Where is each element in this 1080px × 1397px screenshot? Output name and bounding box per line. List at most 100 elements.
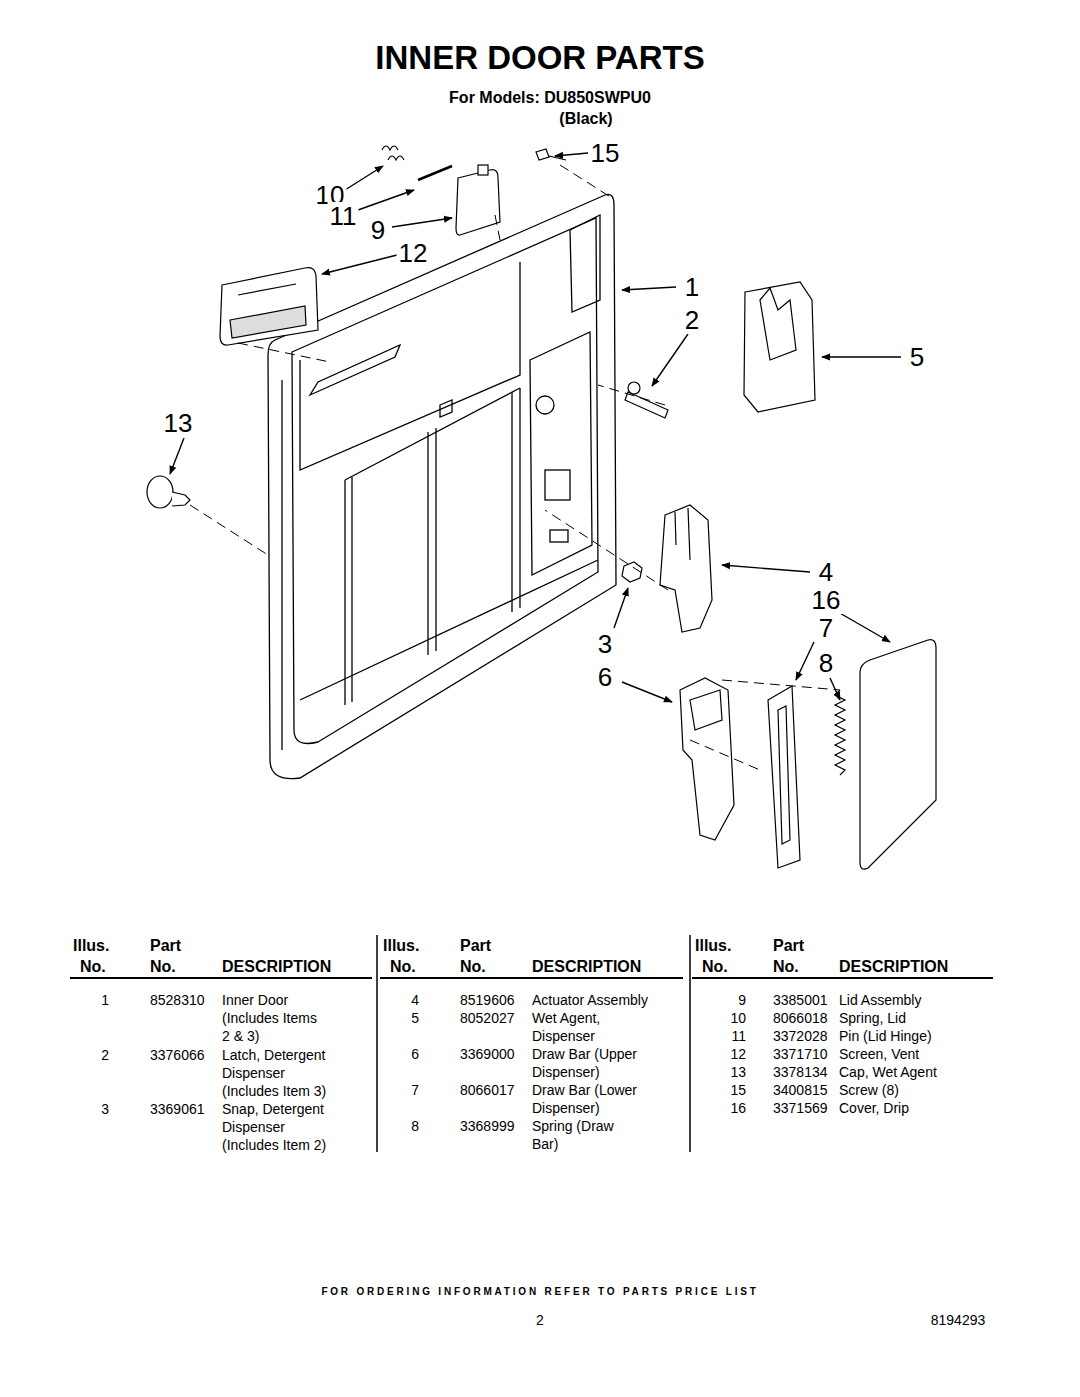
illustration-line <box>382 146 404 160</box>
illustration-line <box>689 935 691 1152</box>
part-description: Screen, Vent <box>839 1045 989 1063</box>
illustration-line <box>598 385 665 405</box>
leader-lines <box>170 153 901 702</box>
model-subtitle: (Black) <box>559 110 612 128</box>
illustration-line <box>690 690 722 730</box>
part-description: Wet Agent, Dispenser <box>532 1009 650 1045</box>
item-number: 12 <box>706 1045 746 1063</box>
illustration-line <box>190 505 268 555</box>
part-number: 3385001 <box>773 991 828 1009</box>
item-number: 3 <box>69 1100 109 1118</box>
item-number: 9 <box>706 991 746 1009</box>
item-number: 13 <box>706 1063 746 1081</box>
inner-door <box>268 194 616 778</box>
item-number: 15 <box>706 1081 746 1099</box>
callout-number: 12 <box>397 239 430 267</box>
illustration-line <box>560 165 612 198</box>
illustration-line <box>744 282 815 412</box>
illustration-line <box>722 680 840 690</box>
table-header: No. <box>150 958 176 976</box>
illustration-line <box>570 215 600 312</box>
table-header: DESCRIPTION <box>839 958 948 976</box>
illustration-line <box>549 156 566 160</box>
part-description: Inner Door (Includes Items 2 & 3) <box>222 991 326 1045</box>
illustration-line <box>300 262 520 470</box>
illustration-line <box>830 678 840 700</box>
callout-number: 9 <box>369 216 387 244</box>
callout-number: 8 <box>817 649 835 677</box>
item-number: 7 <box>379 1081 419 1099</box>
item-number: 11 <box>706 1027 746 1045</box>
illustration-line <box>628 382 640 394</box>
illustration-line <box>170 438 184 474</box>
callout-number: 2 <box>683 306 701 334</box>
illustration-line <box>860 640 936 869</box>
illustration-line <box>550 530 568 542</box>
illustration-line <box>545 470 570 500</box>
item-number: 10 <box>706 1009 746 1027</box>
illustration-line <box>172 492 190 506</box>
part-description: Draw Bar (Lower Dispenser) <box>532 1081 650 1117</box>
illustration-line <box>692 977 993 979</box>
part-number: 3371710 <box>773 1045 828 1063</box>
illustration-line <box>392 218 452 227</box>
illustration-line <box>435 428 436 651</box>
callout-number: 16 <box>810 586 843 614</box>
item-number: 2 <box>69 1046 109 1064</box>
table-header: Part <box>150 937 181 955</box>
illustration-line <box>796 642 814 680</box>
part-description: Lid Assembly <box>839 991 989 1009</box>
illustration-line <box>376 935 378 1152</box>
illustration-line <box>238 343 330 362</box>
illustration-line <box>530 332 592 575</box>
illustration-line <box>344 480 345 705</box>
part-number: 8052027 <box>460 1009 515 1027</box>
part-number: 8519606 <box>460 991 515 1009</box>
table-header: Part <box>773 937 804 955</box>
callout-number: 6 <box>596 663 614 691</box>
illustration-line <box>690 740 760 770</box>
table-header: No. <box>390 958 416 976</box>
table-header: DESCRIPTION <box>532 958 641 976</box>
part-number: 3372028 <box>773 1027 828 1045</box>
part-number: 3369061 <box>150 1100 205 1118</box>
callout-number: 3 <box>596 630 614 658</box>
part-description: Latch, Detergent Dispenser (Includes Ite… <box>222 1046 342 1100</box>
illustration-line <box>70 977 372 979</box>
illustration-line <box>310 345 400 395</box>
part-description: Cover, Drip <box>839 1099 989 1117</box>
illustration-line <box>835 690 845 775</box>
part-number: 3368999 <box>460 1117 515 1135</box>
item-number: 6 <box>379 1045 419 1063</box>
illustration-line <box>281 380 282 750</box>
illustration-line <box>495 215 500 240</box>
illustration-line <box>760 288 796 360</box>
illustration-line <box>622 682 672 702</box>
callout-number: 4 <box>817 558 835 586</box>
table-header: DESCRIPTION <box>222 958 331 976</box>
callout-number: 15 <box>589 139 622 167</box>
illustration-line <box>555 153 588 156</box>
footer-note: FOR ORDERING INFORMATION REFER TO PARTS … <box>321 1283 758 1301</box>
illustration-line <box>625 392 668 418</box>
illustration-line <box>300 560 598 700</box>
part-number: 8066018 <box>773 1009 828 1027</box>
illustration-line <box>511 392 512 612</box>
illustration-line <box>680 678 734 840</box>
illustration-line <box>380 977 683 979</box>
illustration-line <box>345 166 383 190</box>
illustration-line <box>614 588 628 628</box>
illustration-line <box>456 170 500 235</box>
part-description: Spring (Draw Bar) <box>532 1117 632 1153</box>
illustration-line <box>147 476 173 508</box>
illustration-line <box>292 218 598 744</box>
table-header: No. <box>80 958 106 976</box>
part-description: Screw (8) <box>839 1081 989 1099</box>
document-number: 8194293 <box>931 1311 986 1329</box>
illustration-line <box>822 356 901 357</box>
illustration-line <box>220 268 318 345</box>
callout-number: 7 <box>817 614 835 642</box>
illustration-line <box>519 388 520 608</box>
table-header: Illus. <box>695 937 731 955</box>
callout-number: 13 <box>162 409 195 437</box>
